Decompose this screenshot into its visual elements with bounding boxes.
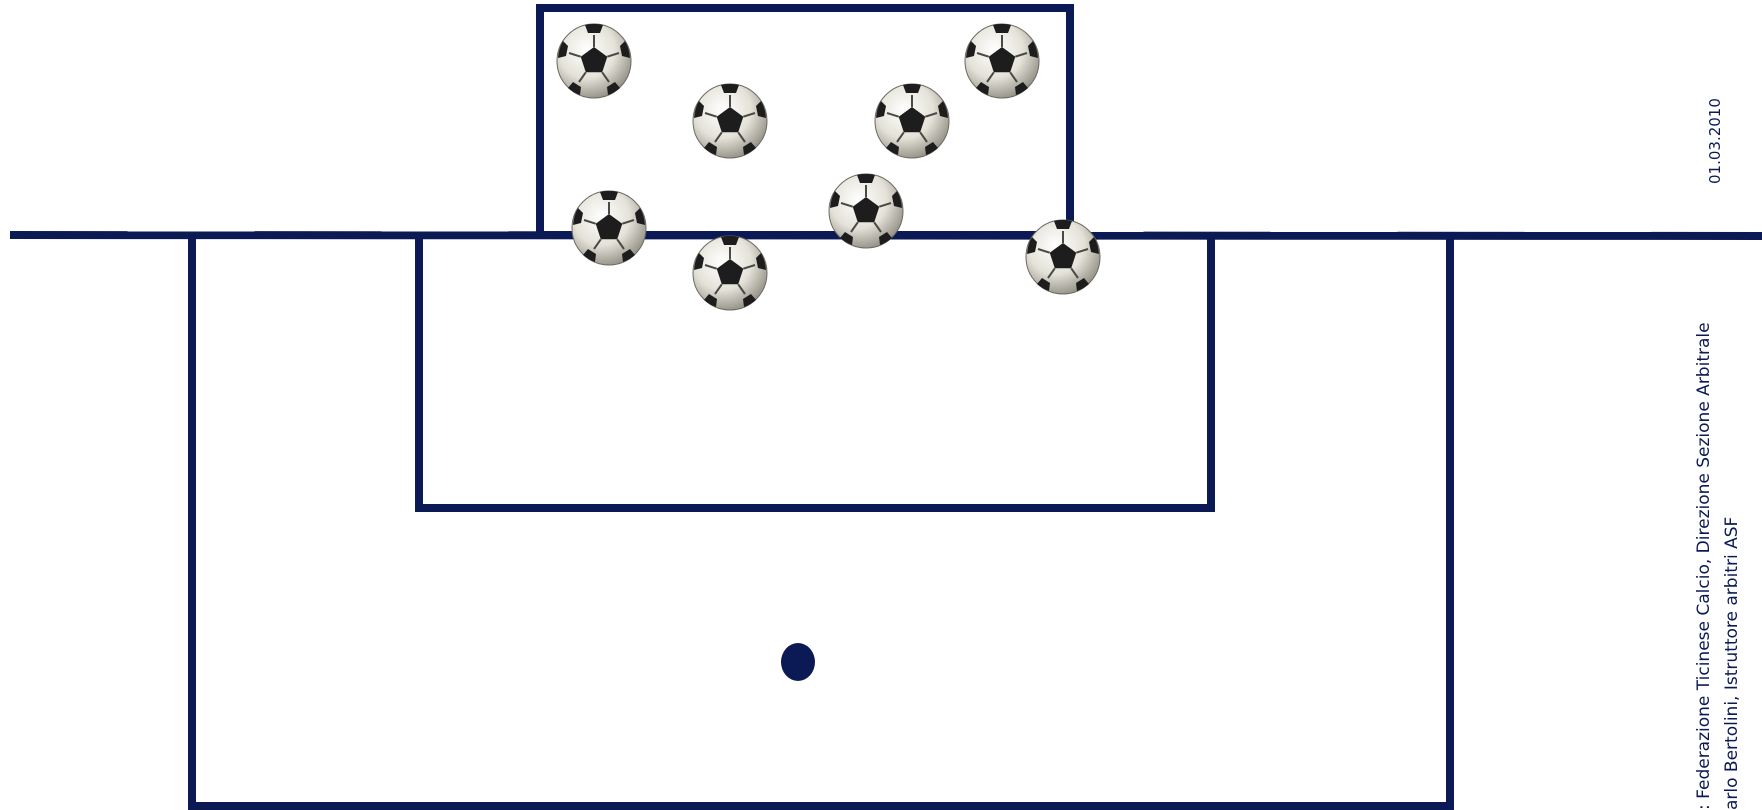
- soccer-ball-7: [693, 236, 767, 310]
- soccer-ball-6: [829, 174, 903, 248]
- soccer-ball-3: [693, 84, 767, 158]
- date-label: 01.03.2010: [1706, 98, 1724, 184]
- soccer-ball-5: [572, 191, 646, 265]
- credit-line-2: arlo Bertolini, Istruttore arbitri ASF: [1722, 517, 1742, 810]
- soccer-ball-2: [965, 24, 1039, 98]
- credit-line-1: : Federazione Ticinese Calcio, Direzione…: [1694, 322, 1714, 810]
- soccer-ball-1: [557, 24, 631, 98]
- penalty-area: [192, 235, 1450, 806]
- penalty-spot: [781, 643, 815, 681]
- soccer-ball-8: [1026, 220, 1100, 294]
- soccer-ball-4: [875, 84, 949, 158]
- balls-group: [557, 24, 1100, 310]
